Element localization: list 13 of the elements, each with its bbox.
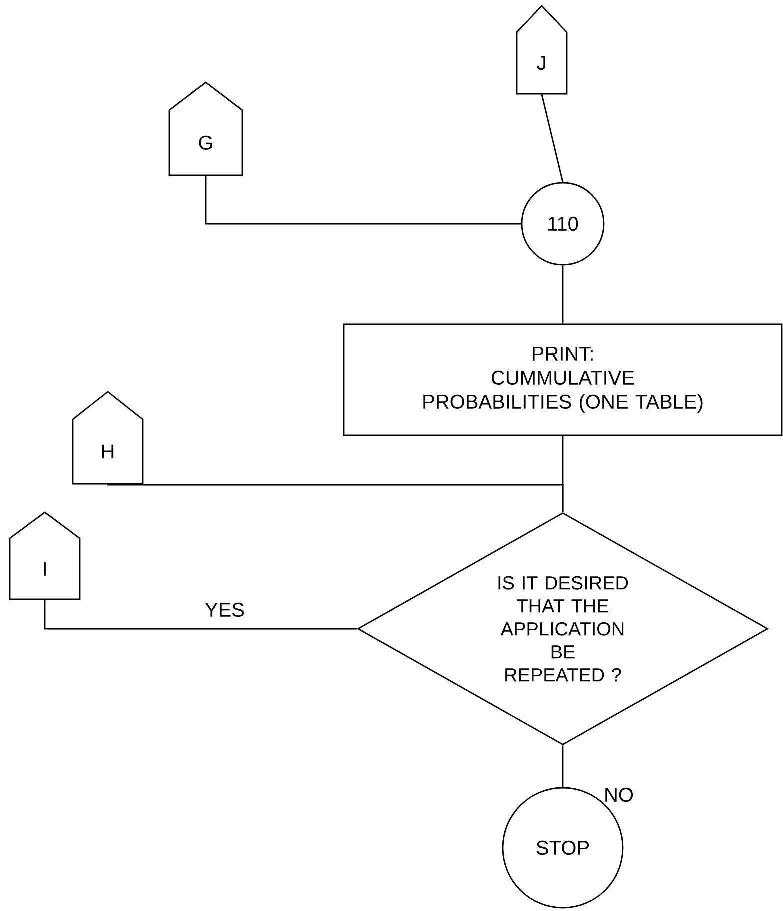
edge-label: YES: [204, 602, 246, 618]
process-box: PRINT: CUMMULATIVE PROBABILITIES (ONE TABLE): [343, 324, 783, 436]
connector-line: [562, 746, 564, 788]
edge-label: NO: [603, 786, 635, 804]
connector-line: [541, 94, 564, 182]
connector-line: [107, 484, 564, 512]
off-page-connector: J: [516, 4, 568, 95]
connector-line: [44, 600, 358, 630]
off-page-connector: G: [168, 82, 244, 176]
off-page-connector: H: [72, 391, 144, 485]
off-page-connector: I: [9, 512, 81, 600]
connector-line: [562, 266, 564, 324]
connector-line: [205, 176, 522, 225]
